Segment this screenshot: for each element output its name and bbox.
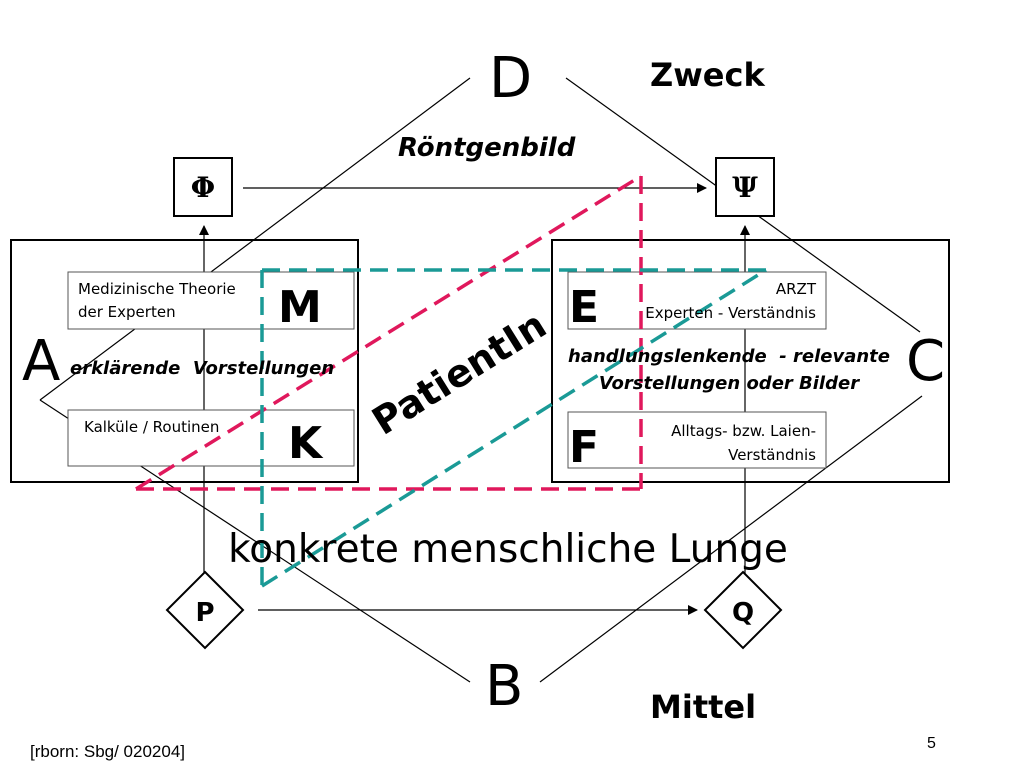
label-m: M — [278, 282, 322, 333]
zweck-label: Zweck — [650, 56, 765, 94]
theory-box — [67, 271, 355, 330]
mittel-label: Mittel — [650, 688, 756, 726]
laien-box — [567, 411, 827, 469]
corner-b: B — [485, 654, 523, 719]
arzt-box — [567, 271, 827, 330]
label-k: K — [288, 418, 324, 469]
action-text-line1: handlungslenkende - relevante — [568, 346, 890, 367]
laien-text-line1: Alltags- bzw. Laien- — [671, 422, 816, 440]
theory-text-line1: Medizinische Theorie — [78, 280, 236, 298]
arzt-text-line1: ARZT — [776, 280, 817, 298]
corner-d: D — [489, 46, 532, 111]
roentgenbild-label: Röntgenbild — [398, 133, 576, 163]
laien-text-line2: Verständnis — [728, 446, 816, 464]
q-symbol: Q — [732, 598, 754, 628]
page-number: 5 — [927, 735, 936, 752]
p-symbol: P — [195, 598, 214, 628]
psi-symbol: Ψ — [732, 171, 758, 204]
arzt-text-line2: Experten - Verständnis — [645, 304, 816, 322]
psi-box — [715, 157, 775, 217]
lunge-caption: konkrete menschliche Lunge — [228, 527, 788, 572]
explain-text: erklärende Vorstellungen — [70, 358, 334, 379]
calc-text: Kalküle / Routinen — [84, 418, 219, 436]
phi-symbol: Φ — [191, 171, 215, 204]
pink-dashed-triangle — [135, 174, 643, 491]
teal-dashed-triangle — [260, 268, 767, 588]
left-frame — [10, 239, 359, 483]
action-text-line2: Vorstellungen oder Bilder — [599, 373, 860, 394]
theory-text-line2: der Experten — [78, 303, 176, 321]
label-e: E — [569, 282, 599, 333]
corner-c: C — [906, 329, 945, 394]
phi-box — [173, 157, 233, 217]
q-diamond — [703, 570, 783, 650]
calc-box — [67, 409, 355, 467]
citation: [rborn: Sbg/ 020204] — [30, 742, 185, 761]
corner-a: A — [22, 329, 60, 394]
right-frame — [551, 239, 950, 483]
label-f: F — [569, 422, 599, 473]
line-b-c — [539, 395, 923, 683]
p-diamond — [165, 570, 245, 650]
